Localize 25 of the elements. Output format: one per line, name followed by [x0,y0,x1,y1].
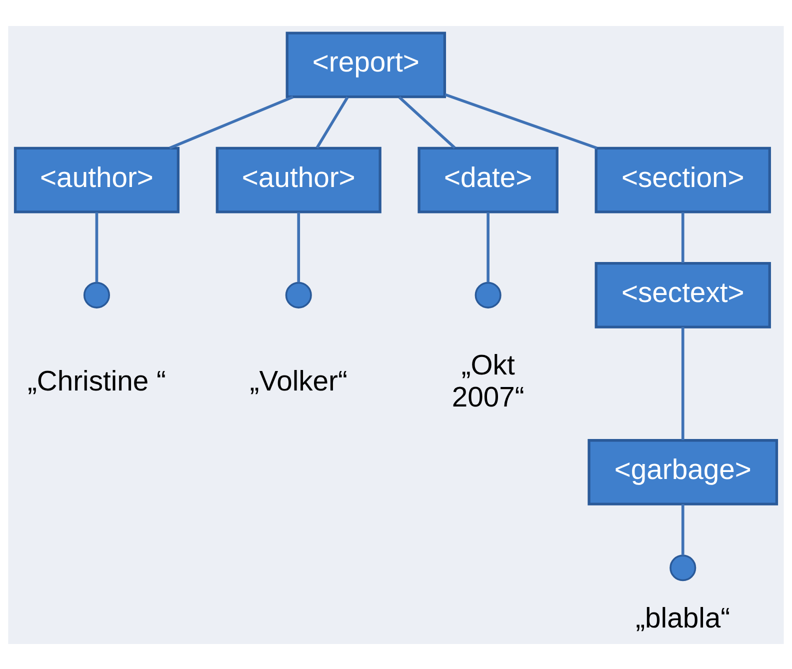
node-box: <date> [418,146,558,213]
connector [95,212,98,282]
connector [681,212,684,262]
node-label: „Okt 2007“ [452,348,524,413]
connector [398,96,456,148]
node-box: <section> [594,146,771,213]
node-box: <author> [216,146,382,213]
connector [316,96,349,148]
connector [681,504,684,555]
connector [444,92,598,149]
connector [297,212,300,282]
node-circle [670,554,696,581]
node-box: <sectext> [594,261,771,328]
node-circle [474,281,502,308]
node-label: „blabla“ [636,602,730,634]
node-box: <author> [14,146,180,213]
node-box: <garbage> [588,438,778,505]
node-circle [83,281,110,308]
connector [486,212,490,282]
node-label: „Christine “ [27,364,166,397]
node-box: <report> [286,31,446,98]
node-circle [285,281,312,308]
node-label: „Volker“ [250,364,348,397]
connector [169,95,294,149]
connector [681,326,684,440]
